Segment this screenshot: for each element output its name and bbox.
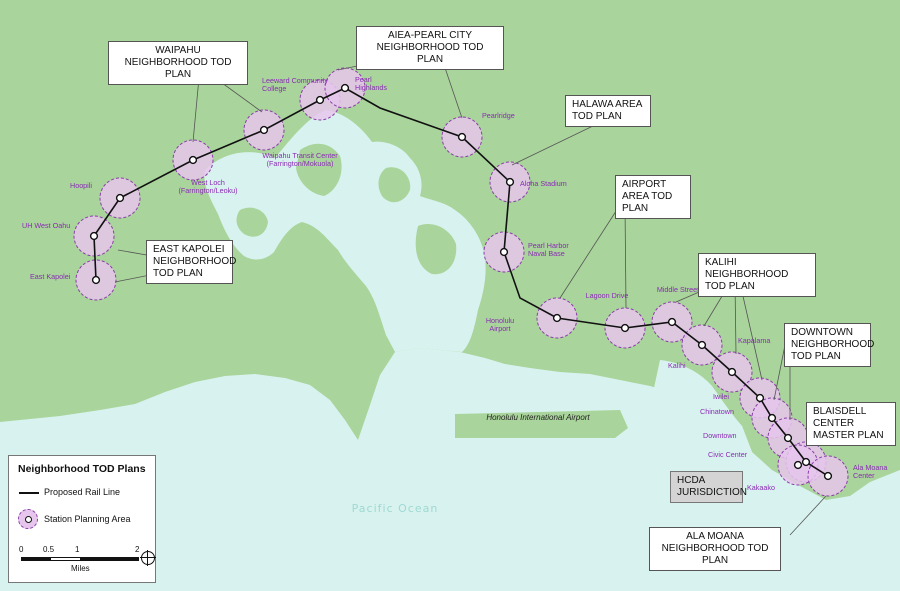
leader-line [624, 204, 627, 309]
station-label-hoopili: Hoopili [70, 181, 92, 190]
leader-line [559, 204, 621, 299]
station-label-civic-center: Civic Center [708, 450, 748, 459]
scale-unit: Miles [71, 564, 90, 573]
scale-tick-0: 0 [19, 545, 24, 554]
plan-box-downtown: DOWNTOWN NEIGHBORHOOD TOD PLAN [784, 323, 874, 367]
station-label-waipahu-transit-center: Waipahu Transit Center(Farrington/Mokuol… [262, 151, 338, 168]
scale-tick-2: 2 [135, 545, 140, 554]
rail-line [93, 87, 829, 477]
pearl-harbor-loch-east [378, 167, 411, 203]
plan-box-east-kapolei: EAST KAPOLEI NEIGHBORHOOD TOD PLAN [146, 240, 236, 284]
station-label-iwilei: Iwilei [713, 392, 729, 401]
legend-rail-swatch [19, 492, 39, 494]
station-label-middle-street: Middle Street [657, 285, 699, 294]
station-dot-iwilei [755, 393, 765, 403]
airport-label: Honolulu International Airport [486, 413, 590, 422]
station-label-kapalama: Kapalama [738, 336, 770, 345]
station-dot-honolulu-airport [552, 313, 562, 323]
ocean-label: Pacific Ocean [352, 502, 439, 515]
plan-box-blaisdell: BLAISDELL CENTER MASTER PLAN [806, 402, 896, 446]
station-dot-west-loch [188, 155, 198, 165]
station-dot-waipahu-transit-center [259, 125, 269, 135]
pearl-harbor-loch-west [236, 207, 268, 237]
leader-line [511, 124, 596, 166]
north-arrow-icon [140, 550, 156, 566]
station-label-kalihi: Kalihi [668, 361, 686, 370]
station-dot-middle-street [667, 317, 677, 327]
station-dot-pearl-highlands [340, 83, 350, 93]
leader-line [773, 344, 786, 401]
legend-title: Neighborhood TOD Plans [18, 463, 146, 475]
station-dot-kapalama [727, 367, 737, 377]
scale-tick-1: 1 [75, 545, 80, 554]
plan-box-ala-moana: ALA MOANA NEIGHBORHOOD TOD PLAN [649, 527, 781, 571]
station-label-uh-west-oahu: UH West Oahu [22, 221, 70, 230]
station-label-downtown: Downtown [703, 431, 737, 440]
station-label-east-kapolei: East Kapolei [30, 272, 71, 281]
scale-tick-half: 0.5 [43, 545, 55, 554]
station-dot-kalihi [697, 340, 707, 350]
keehi-water [654, 360, 752, 452]
plan-box-waipahu: WAIPAHU NEIGHBORHOOD TOD PLAN [108, 41, 248, 85]
station-dot-east-kapolei [91, 275, 101, 285]
plan-box-airport: AIRPORT AREA TOD PLAN [615, 175, 691, 219]
station-dot-lagoon-drive [620, 323, 630, 333]
scale-bar [21, 557, 139, 561]
station-dot-uh-west-oahu [89, 231, 99, 241]
airport-reef-runway [455, 410, 628, 438]
station-dot-pearl-harbor-naval-base [499, 247, 509, 257]
station-dot-leeward-community-college [315, 95, 325, 105]
station-label-kakaako: Kakaako [747, 483, 775, 492]
station-label-lagoon-drive: Lagoon Drive [586, 291, 629, 300]
station-label-west-loch: West Loch(Farrington/Leoku) [178, 178, 237, 195]
pearl-harbor [204, 110, 486, 352]
plan-box-halawa: HALAWA AREA TOD PLAN [565, 95, 651, 127]
station-dot-kakaako [793, 460, 803, 470]
plan-box-kalihi: KALIHI NEIGHBORHOOD TOD PLAN [698, 253, 816, 297]
station-dot-aloha-stadium [505, 177, 515, 187]
station-dot-civic-center [801, 457, 811, 467]
leader-line [739, 282, 763, 381]
station-label-pearlridge: Pearlridge [482, 111, 515, 120]
station-dot-ala-moana-center [823, 471, 833, 481]
station-dot-hoopili [115, 193, 125, 203]
legend-station-swatch [18, 509, 38, 529]
legend-station-label: Station Planning Area [44, 514, 131, 524]
station-label-aloha-stadium: Aloha Stadium [520, 179, 567, 188]
plan-box-hcda: HCDA JURISDICTION [670, 471, 747, 503]
plan-box-aiea: AIEA-PEARL CITY NEIGHBORHOOD TOD PLAN [356, 26, 504, 70]
legend: Neighborhood TOD Plans Proposed Rail Lin… [8, 455, 156, 583]
station-dot-downtown [783, 433, 793, 443]
leader-line [789, 495, 827, 536]
station-label-chinatown: Chinatown [700, 407, 734, 416]
station-dot-chinatown [767, 413, 777, 423]
pearl-harbor-ford [415, 224, 457, 275]
station-dot-pearlridge [457, 132, 467, 142]
legend-rail-label: Proposed Rail Line [44, 487, 121, 497]
pearl-harbor-loch [296, 143, 342, 196]
